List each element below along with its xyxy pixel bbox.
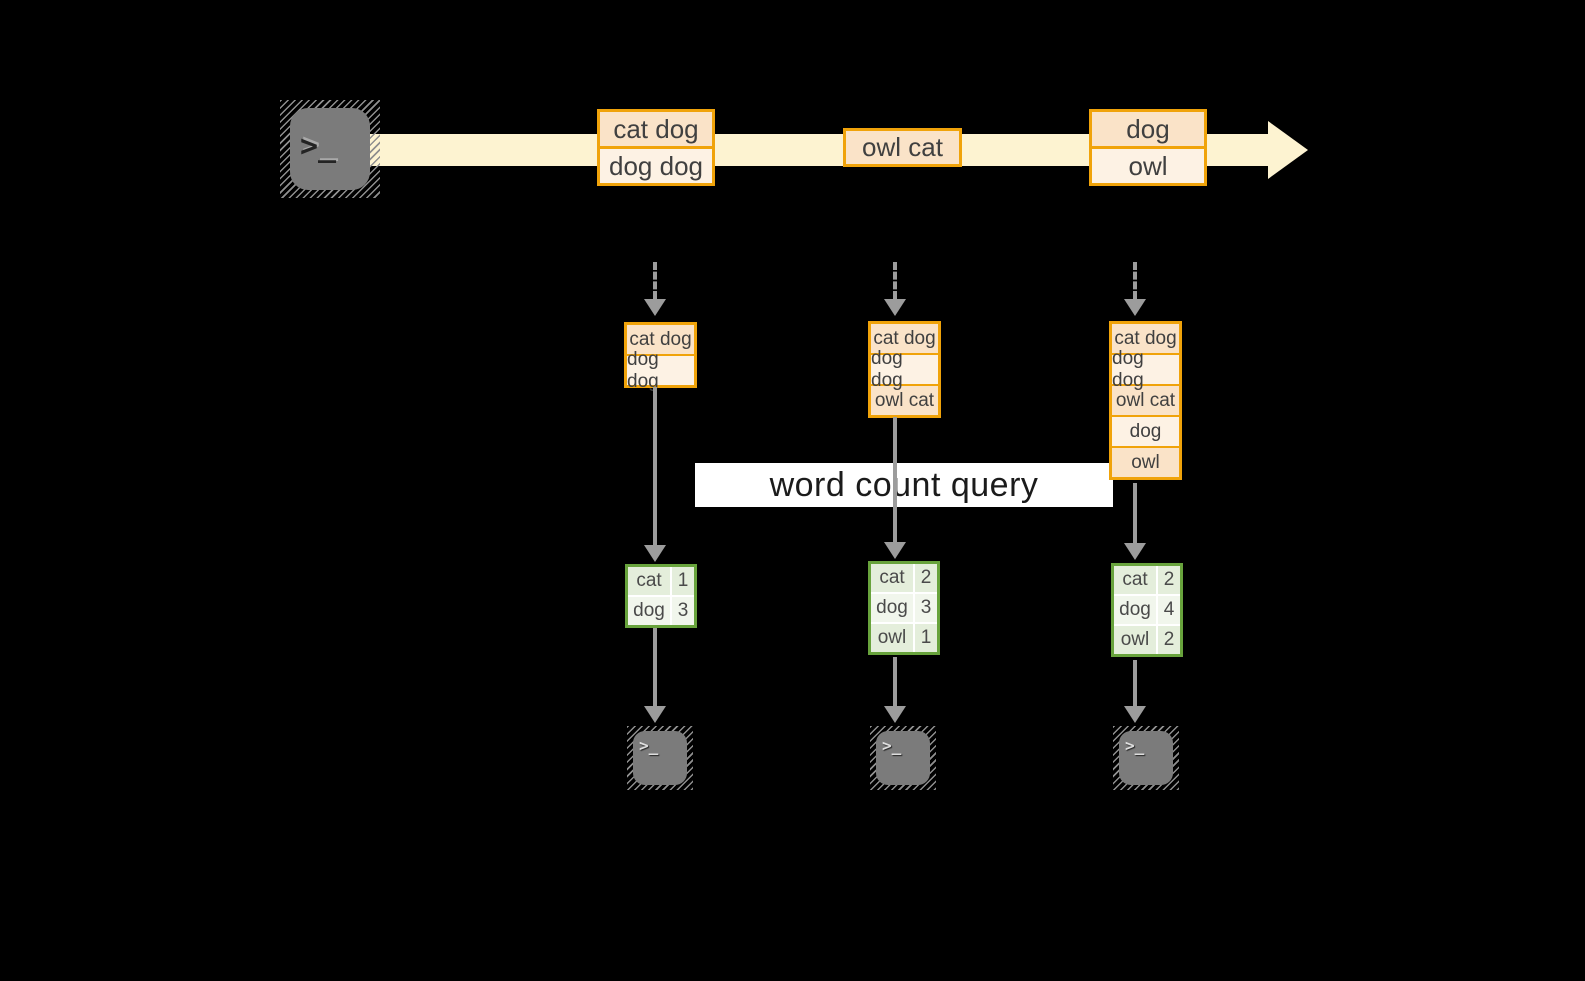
arrow-line [1133, 660, 1137, 706]
arrow-line [893, 657, 897, 706]
event-line: dog dog [600, 146, 712, 183]
sink-terminal-icon: >_ [870, 726, 936, 790]
event-line: owl cat [846, 131, 959, 164]
result-arrow [1124, 660, 1146, 723]
down-arrow-icon [644, 299, 666, 316]
table-cell-word: owl [1114, 626, 1156, 654]
arrow-line [653, 628, 657, 706]
prompt-glyph: >_ [882, 736, 902, 755]
accumulated-line: dog dog [1112, 348, 1179, 391]
sink-terminal-icon: >_ [1113, 726, 1179, 790]
sink-terminal-icon: >_ [627, 726, 693, 790]
event-line: dog [1092, 112, 1204, 146]
arrow-line [893, 417, 897, 542]
query-arrow [1124, 483, 1146, 560]
down-arrow-icon [1124, 543, 1146, 560]
word-count-table: cat 2 dog 3 owl 1 [868, 561, 940, 655]
down-arrow-icon [1124, 706, 1146, 723]
accumulated-line: cat dog [871, 324, 938, 353]
table-cell-word: dog [871, 594, 913, 622]
stream-event-box: dog owl [1089, 109, 1207, 186]
word-count-table: cat 1 dog 3 [625, 564, 697, 628]
event-line: cat dog [600, 112, 712, 146]
accumulated-stream-box: cat dog dog dog owl cat dog owl [1109, 321, 1182, 480]
accumulated-line: dog dog [871, 348, 938, 391]
down-arrow-icon [1124, 299, 1146, 316]
table-cell-count: 2 [1158, 566, 1180, 594]
down-arrow-icon [884, 706, 906, 723]
prompt-glyph: >_ [1125, 736, 1145, 755]
prompt-glyph: >_ [639, 736, 659, 755]
accumulated-line: dog dog [627, 349, 694, 392]
down-arrow-icon [644, 545, 666, 562]
table-cell-word: owl [871, 624, 913, 652]
result-arrow [644, 628, 666, 723]
table-cell-count: 4 [1158, 596, 1180, 624]
arrow-line [653, 387, 657, 545]
terminal-screen [633, 731, 687, 785]
query-banner: word count query [695, 463, 1113, 507]
accumulated-line: owl [1112, 446, 1179, 477]
arrow-line [653, 262, 657, 299]
result-arrow [884, 657, 906, 723]
accumulated-line: dog [1112, 415, 1179, 446]
down-arrow-icon [884, 542, 906, 559]
down-arrow-icon [644, 706, 666, 723]
accumulated-stream-box: cat dog dog dog owl cat [868, 321, 941, 418]
table-cell-count: 1 [672, 567, 694, 595]
query-arrow [644, 387, 666, 562]
event-line: owl [1092, 146, 1204, 183]
stream-arrowhead-icon [1268, 121, 1308, 179]
table-cell-word: cat [1114, 566, 1156, 594]
accumulated-line: owl cat [871, 384, 938, 415]
terminal-screen [1119, 731, 1173, 785]
accumulated-line: cat dog [1112, 324, 1179, 353]
ingest-arrow [644, 262, 666, 316]
source-terminal-icon: >_ [280, 100, 380, 198]
prompt-glyph: >_ [300, 129, 337, 164]
accumulated-line: owl cat [1112, 384, 1179, 415]
table-cell-count: 2 [915, 564, 937, 592]
down-arrow-icon [884, 299, 906, 316]
table-cell-count: 3 [915, 594, 937, 622]
query-arrow [884, 417, 906, 559]
table-cell-word: dog [1114, 596, 1156, 624]
table-cell-word: cat [871, 564, 913, 592]
arrow-line [1133, 483, 1137, 543]
ingest-arrow [884, 262, 906, 316]
word-count-table: cat 2 dog 4 owl 2 [1111, 563, 1183, 657]
accumulated-line: cat dog [627, 325, 694, 354]
table-cell-count: 3 [672, 597, 694, 625]
ingest-arrow [1124, 262, 1146, 316]
stream-event-box: owl cat [843, 128, 962, 167]
table-cell-count: 2 [1158, 626, 1180, 654]
arrow-line [1133, 262, 1137, 299]
stream-event-box: cat dog dog dog [597, 109, 715, 186]
table-cell-word: cat [628, 567, 670, 595]
terminal-screen [876, 731, 930, 785]
arrow-line [893, 262, 897, 299]
table-cell-count: 1 [915, 624, 937, 652]
accumulated-stream-box: cat dog dog dog [624, 322, 697, 392]
terminal-screen [290, 108, 370, 190]
table-cell-word: dog [628, 597, 670, 625]
